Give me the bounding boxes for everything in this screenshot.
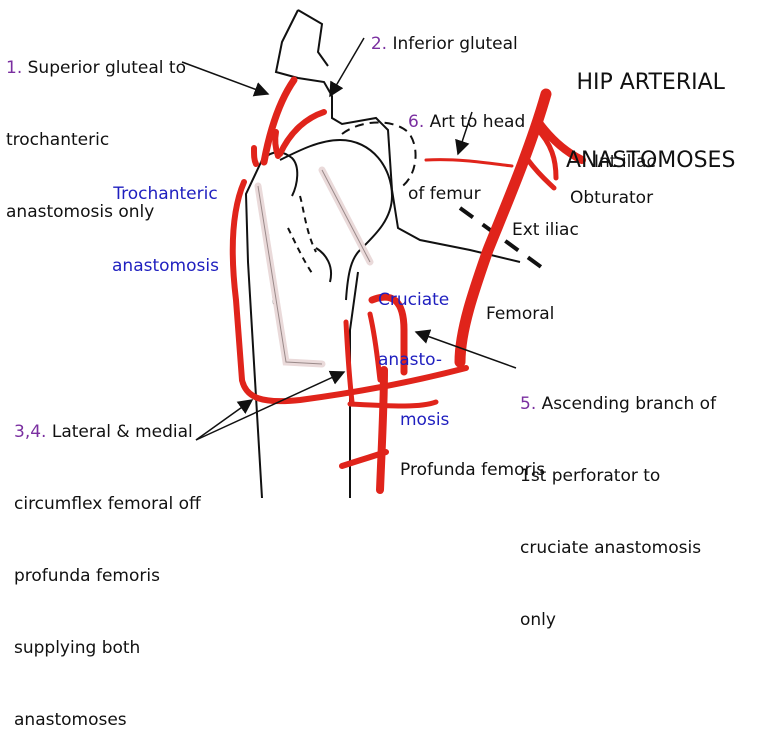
label-number: 5. bbox=[520, 394, 536, 414]
hip-diagram: HIP ARTERIAL ANASTOMOSES 1. Superior glu… bbox=[0, 0, 764, 500]
label-text: anastomosis bbox=[112, 254, 219, 278]
label-text: anasto- bbox=[378, 350, 449, 370]
label-art-to-head-of-femur: 6. Art to head of femur bbox=[408, 62, 525, 230]
lesser-trochanter bbox=[316, 248, 331, 282]
label-text: 1st perforator to bbox=[520, 464, 716, 488]
inferior-gluteal-artery bbox=[280, 112, 324, 154]
trochanteric-vessel bbox=[233, 182, 244, 380]
title-line-1: HIP ARTERIAL bbox=[566, 70, 735, 96]
label-text: Cruciate bbox=[378, 290, 449, 310]
label-number: 6. bbox=[408, 112, 424, 132]
label-text: profunda femoris bbox=[14, 564, 201, 588]
label-trochanteric-anastomosis: Trochanteric anastomosis bbox=[112, 134, 219, 302]
label-text: Ascending branch of bbox=[536, 394, 716, 414]
gluteal-stub bbox=[254, 148, 256, 164]
ischial-band-outline bbox=[322, 170, 370, 262]
trochanteric-stub bbox=[275, 132, 278, 156]
label-number: 1. bbox=[6, 58, 22, 78]
label-text: supplying both bbox=[14, 636, 201, 660]
label-text: circumflex femoral off bbox=[14, 492, 201, 516]
label-circumflex-femoral: 3,4. Lateral & medial circumflex femoral… bbox=[14, 372, 201, 756]
label-text: Inferior gluteal bbox=[387, 34, 518, 54]
pelvis-top-edge bbox=[298, 10, 328, 66]
label-profunda-femoris: Profunda femoris bbox=[400, 458, 545, 482]
label-ascending-branch: 5. Ascending branch of 1st perforator to… bbox=[520, 344, 716, 656]
arrow-34-b bbox=[196, 372, 344, 440]
ligament-band-outline bbox=[258, 186, 322, 364]
label-text: Superior gluteal to bbox=[22, 58, 186, 78]
label-text: of femur bbox=[408, 182, 525, 206]
label-text: Art to head bbox=[424, 112, 525, 132]
arrow-1 bbox=[182, 62, 268, 94]
label-text: cruciate anastomosis bbox=[520, 536, 716, 560]
intertrochanteric-line bbox=[288, 228, 314, 276]
arrow-2 bbox=[330, 38, 364, 96]
label-text: Trochanteric bbox=[112, 182, 219, 206]
label-text: only bbox=[520, 608, 716, 632]
trochanteric-crest bbox=[300, 196, 316, 252]
obturator-artery bbox=[528, 160, 554, 188]
ligament-band bbox=[258, 186, 322, 364]
label-ext-iliac: Ext iliac bbox=[512, 218, 579, 242]
label-inferior-gluteal: 2. Inferior gluteal bbox=[360, 8, 518, 56]
label-text: Lateral & medial bbox=[46, 422, 192, 442]
label-cruciate-anastomosis: Cruciate anasto- mosis bbox=[378, 250, 449, 450]
label-text: anastomoses bbox=[14, 708, 201, 732]
arrow-34-a bbox=[196, 400, 252, 440]
label-text: mosis bbox=[378, 410, 449, 430]
label-femoral: Femoral bbox=[486, 302, 554, 326]
label-obturator: Obturator bbox=[570, 186, 653, 210]
label-number: 2. bbox=[371, 34, 387, 54]
label-number: 3,4. bbox=[14, 422, 46, 442]
label-int-iliac: Int iliac bbox=[594, 150, 656, 174]
acetabulum-outline bbox=[342, 122, 416, 188]
